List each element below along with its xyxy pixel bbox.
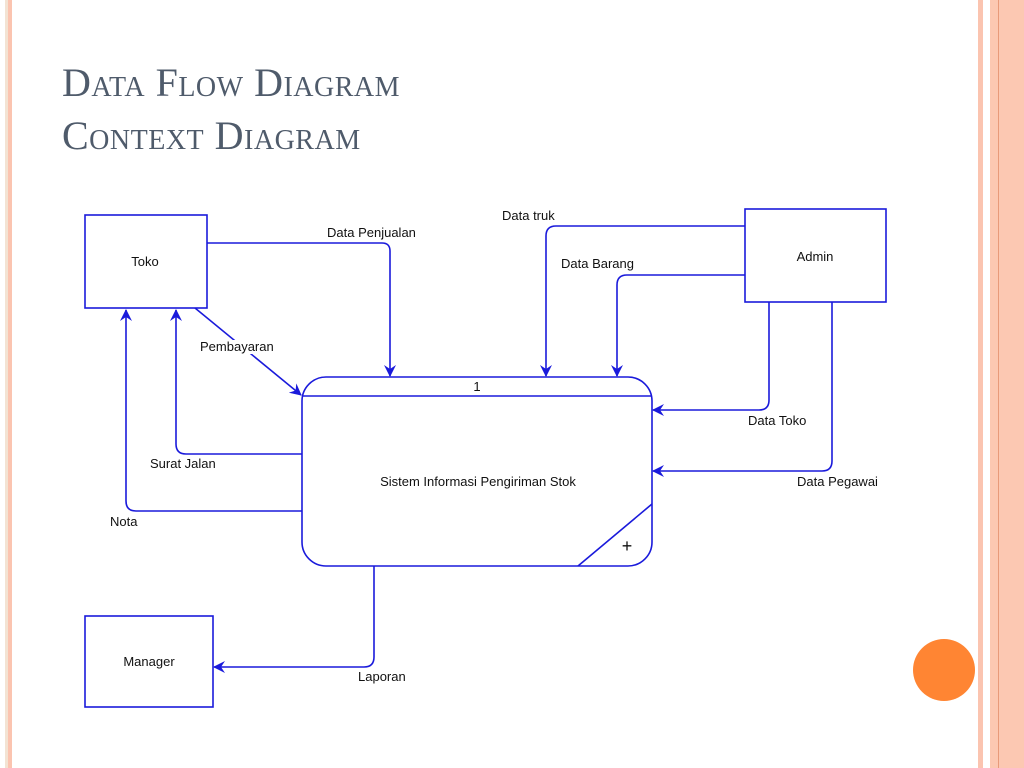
slide-title: Data Flow Diagram Context Diagram bbox=[62, 56, 400, 162]
process-box bbox=[301, 376, 653, 567]
flow-nota: Nota bbox=[110, 309, 302, 529]
right-border-wide bbox=[990, 0, 1024, 768]
flow-nota-line bbox=[120, 309, 302, 512]
title-line-2: Context Diagram bbox=[62, 113, 361, 158]
flow-data-truk: Data truk bbox=[502, 208, 745, 377]
entity-toko-box bbox=[84, 214, 208, 309]
entity-manager[interactable]: Manager bbox=[84, 615, 214, 708]
flow-laporan-line bbox=[213, 566, 375, 673]
title-line-1: Data Flow Diagram bbox=[62, 60, 401, 105]
process-corner-divider bbox=[577, 503, 653, 567]
left-border-beige bbox=[5, 0, 8, 768]
entity-admin-box bbox=[744, 208, 887, 303]
flow-data-penjualan-label: Data Penjualan bbox=[327, 225, 416, 240]
expand-plus-icon[interactable]: + bbox=[622, 536, 633, 556]
flow-surat-jalan: Surat Jalan bbox=[150, 309, 302, 471]
entity-manager-box bbox=[84, 615, 214, 708]
flow-data-pegawai: Data Pegawai bbox=[652, 302, 878, 489]
flow-surat-jalan-line bbox=[170, 309, 302, 455]
flow-nota-label: Nota bbox=[110, 514, 138, 529]
flow-pembayaran: Pembayaran bbox=[194, 307, 302, 396]
left-border-peach bbox=[8, 0, 12, 768]
flow-data-pegawai-label: Data Pegawai bbox=[797, 474, 878, 489]
right-border-thin bbox=[978, 0, 983, 768]
process-name: Sistem Informasi Pengiriman Stok bbox=[380, 474, 576, 489]
flow-laporan: Laporan bbox=[213, 566, 406, 684]
flow-data-truk-label: Data truk bbox=[502, 208, 555, 223]
flow-data-pegawai-line bbox=[652, 302, 833, 477]
flow-data-toko-line bbox=[652, 302, 770, 416]
entity-admin[interactable]: Admin bbox=[744, 208, 887, 303]
flow-data-toko: Data Toko bbox=[652, 302, 806, 428]
flow-laporan-label: Laporan bbox=[358, 669, 406, 684]
flow-data-barang-label: Data Barang bbox=[561, 256, 634, 271]
process-number: 1 bbox=[473, 379, 480, 394]
orange-accent-circle bbox=[913, 639, 975, 701]
flow-data-penjualan-line bbox=[207, 242, 396, 377]
flow-pembayaran-label: Pembayaran bbox=[200, 339, 274, 354]
right-border-line bbox=[998, 0, 999, 768]
flow-data-toko-label: Data Toko bbox=[748, 413, 806, 428]
entity-manager-label: Manager bbox=[123, 654, 175, 669]
flow-data-penjualan: Data Penjualan bbox=[207, 225, 416, 377]
flow-pembayaran-label-bg bbox=[198, 340, 284, 354]
flow-surat-jalan-label: Surat Jalan bbox=[150, 456, 216, 471]
flow-data-barang: Data Barang bbox=[561, 256, 745, 377]
entity-admin-label: Admin bbox=[797, 249, 834, 264]
entity-toko[interactable]: Toko bbox=[84, 214, 208, 309]
flow-data-truk-line bbox=[540, 225, 745, 377]
entity-toko-label: Toko bbox=[131, 254, 158, 269]
process-1[interactable]: 1 Sistem Informasi Pengiriman Stok + bbox=[301, 376, 653, 567]
flow-data-barang-line bbox=[611, 274, 745, 377]
